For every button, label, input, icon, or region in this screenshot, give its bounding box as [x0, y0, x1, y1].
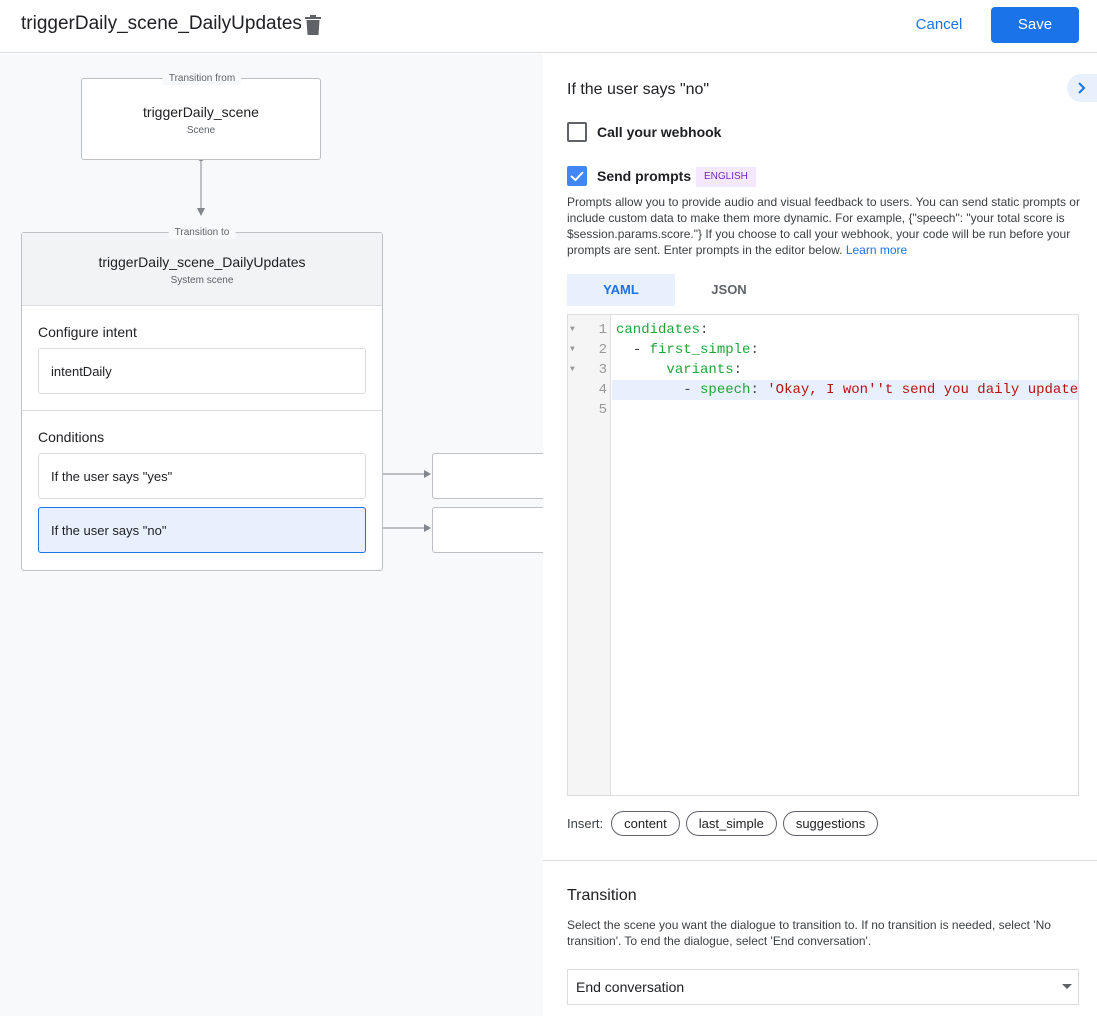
webhook-label: Call your webhook [597, 124, 722, 140]
code-line: - speech: 'Okay, I won''t send you daily… [683, 382, 1079, 398]
panel-heading: If the user says "no" [567, 81, 710, 98]
condition-no[interactable]: If the user says "no" [38, 507, 366, 553]
transition-select[interactable]: End conversation [567, 969, 1079, 1005]
dropdown-arrow-icon [1062, 984, 1072, 989]
line-number: 4 [598, 382, 607, 398]
cancel-button[interactable]: Cancel [905, 7, 973, 43]
to-scene-title: triggerDaily_scene_DailyUpdates [98, 254, 306, 270]
configure-intent-heading: Configure intent [38, 324, 137, 340]
code-line [616, 400, 1078, 420]
transition-to-node: Transition to triggerDaily_scene_DailyUp… [21, 227, 383, 571]
send-prompts-checkbox[interactable] [567, 166, 587, 186]
line-number: 1 [598, 322, 607, 338]
line-number: 5 [598, 402, 607, 418]
save-button[interactable]: Save [991, 7, 1079, 43]
trash-icon[interactable] [305, 15, 321, 35]
chevron-right-icon [1078, 82, 1086, 94]
webhook-checkbox[interactable] [567, 122, 587, 142]
target-node-yes[interactable] [432, 453, 543, 499]
page-title: triggerDaily_scene_DailyUpdates [21, 13, 302, 34]
insert-suggestions-chip[interactable]: suggestions [782, 811, 879, 836]
code-line: variants: [666, 362, 743, 378]
intent-name: intentDaily [51, 363, 112, 379]
transition-heading: Transition [567, 887, 637, 904]
target-node-no[interactable] [432, 507, 543, 553]
code-line: candidates: [616, 322, 709, 338]
insert-last-simple-chip[interactable]: last_simple [685, 811, 777, 836]
line-numbers: ▼ 1 ▼ 2 ▼ 3 4 5 [568, 320, 611, 420]
condition-label: If the user says "yes" [51, 468, 173, 484]
active-line-highlight [612, 380, 1078, 400]
insert-row: Insert: content last_simple suggestions [567, 811, 884, 836]
from-scene-subtitle: Scene [186, 125, 216, 136]
transition-selected-value: End conversation [576, 979, 685, 995]
code-lines: candidates: - first_simple: variants: - … [616, 320, 1078, 420]
code-line: - first_simple: [632, 342, 759, 358]
condition-panel: If the user says "no" Call your webhook … [543, 54, 1097, 1016]
line-number: 2 [598, 342, 607, 358]
condition-label: If the user says "no" [51, 522, 167, 538]
learn-more-link[interactable]: Learn more [845, 243, 908, 257]
editor-gutter [568, 315, 611, 795]
code-editor[interactable]: ▼ 1 ▼ 2 ▼ 3 4 5 candidates: - first_simple:… [567, 314, 1079, 796]
prompts-description: Prompts allow you to provide audio and v… [567, 194, 1082, 258]
from-scene-title: triggerDaily_scene [143, 104, 259, 120]
condition-yes[interactable]: If the user says "yes" [38, 453, 366, 499]
conditions-heading: Conditions [38, 429, 105, 445]
send-prompts-label: Send prompts [597, 168, 692, 184]
transition-to-label: Transition to [168, 227, 236, 239]
insert-content-chip[interactable]: content [611, 811, 680, 836]
fold-arrow-icon[interactable]: ▼ [570, 365, 575, 374]
insert-label: Insert: [567, 816, 604, 831]
line-number: 3 [598, 362, 607, 378]
to-scene-subtitle: System scene [170, 275, 234, 286]
collapse-panel-button[interactable] [1067, 74, 1097, 102]
transition-from-label: Transition from [162, 73, 242, 85]
check-icon [570, 171, 584, 182]
tab-json[interactable]: JSON [711, 282, 747, 297]
intent-item[interactable]: intentDaily [38, 348, 366, 394]
header: triggerDaily_scene_DailyUpdates Cancel S… [0, 0, 1097, 53]
tab-yaml[interactable]: YAML [567, 274, 675, 306]
transition-from-node[interactable]: Transition from triggerDaily_scene Scene [81, 73, 321, 160]
fold-arrow-icon[interactable]: ▼ [570, 325, 575, 334]
fold-arrow-icon[interactable]: ▼ [570, 345, 575, 354]
divider [543, 860, 1097, 861]
language-badge: ENGLISH [696, 167, 756, 187]
description-text: Prompts allow you to provide audio and v… [567, 195, 1080, 257]
transition-description: Select the scene you want the dialogue t… [567, 918, 1051, 948]
scene-canvas: Transition from triggerDaily_scene Scene… [0, 54, 543, 1016]
